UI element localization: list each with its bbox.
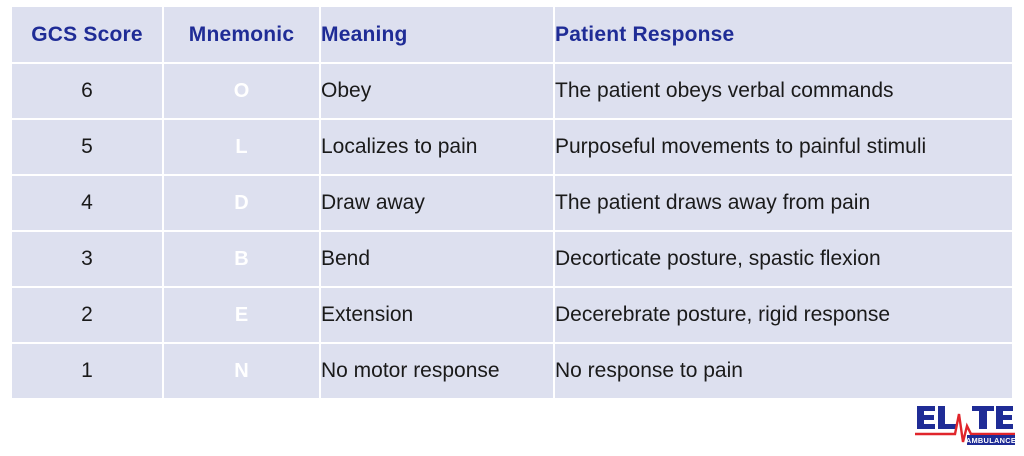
cell-mnemonic: E — [164, 288, 319, 342]
cell-gcs-score: 5 — [12, 120, 162, 174]
cell-patient-response: The patient draws away from pain — [555, 176, 1012, 230]
cell-meaning: Draw away — [321, 176, 553, 230]
elite-ambulance-logo: AMBULANCE — [915, 402, 1015, 448]
table-header: GCS Score Mnemonic Meaning Patient Respo… — [12, 7, 1012, 62]
cell-mnemonic: L — [164, 120, 319, 174]
table-body: 6 O Obey The patient obeys verbal comman… — [12, 64, 1012, 398]
column-header-gcs-score: GCS Score — [12, 7, 162, 62]
cell-gcs-score: 1 — [12, 344, 162, 398]
cell-patient-response: Decorticate posture, spastic flexion — [555, 232, 1012, 286]
header-row: GCS Score Mnemonic Meaning Patient Respo… — [12, 7, 1012, 62]
table-row: 2 E Extension Decerebrate posture, rigid… — [12, 288, 1012, 342]
table-row: 1 N No motor response No response to pai… — [12, 344, 1012, 398]
table-row: 6 O Obey The patient obeys verbal comman… — [12, 64, 1012, 118]
cell-mnemonic: O — [164, 64, 319, 118]
column-header-patient-response: Patient Response — [555, 7, 1012, 62]
cell-gcs-score: 6 — [12, 64, 162, 118]
column-header-meaning: Meaning — [321, 7, 553, 62]
heartbeat-icon — [915, 413, 1015, 443]
cell-meaning: Bend — [321, 232, 553, 286]
cell-mnemonic: N — [164, 344, 319, 398]
cell-meaning: No motor response — [321, 344, 553, 398]
logo-tagline-plate — [967, 435, 1015, 445]
cell-meaning: Localizes to pain — [321, 120, 553, 174]
logo-tagline-text: AMBULANCE — [966, 436, 1015, 445]
cell-patient-response: Decerebrate posture, rigid response — [555, 288, 1012, 342]
cell-gcs-score: 4 — [12, 176, 162, 230]
table-row: 5 L Localizes to pain Purposeful movemen… — [12, 120, 1012, 174]
logo-wordmark-elite — [917, 406, 1013, 429]
cell-gcs-score: 2 — [12, 288, 162, 342]
table-row: 3 B Bend Decorticate posture, spastic fl… — [12, 232, 1012, 286]
cell-mnemonic: B — [164, 232, 319, 286]
cell-meaning: Extension — [321, 288, 553, 342]
cell-patient-response: Purposeful movements to painful stimuli — [555, 120, 1012, 174]
cell-meaning: Obey — [321, 64, 553, 118]
cell-mnemonic: D — [164, 176, 319, 230]
cell-patient-response: No response to pain — [555, 344, 1012, 398]
cell-patient-response: The patient obeys verbal commands — [555, 64, 1012, 118]
gcs-motor-response-table: GCS Score Mnemonic Meaning Patient Respo… — [10, 5, 1014, 400]
column-header-mnemonic: Mnemonic — [164, 7, 319, 62]
table-row: 4 D Draw away The patient draws away fro… — [12, 176, 1012, 230]
cell-gcs-score: 3 — [12, 232, 162, 286]
